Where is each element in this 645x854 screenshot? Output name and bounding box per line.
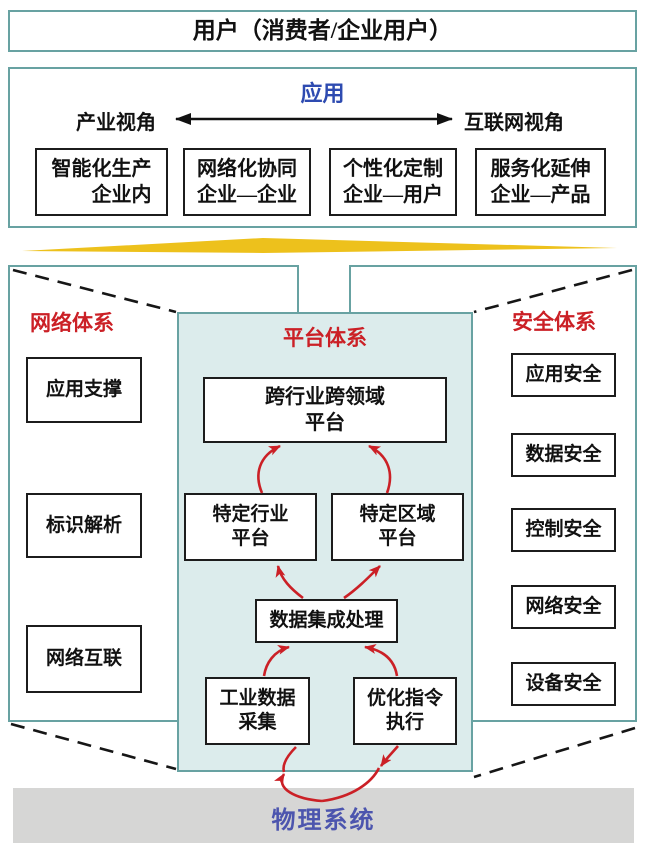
network-item-app-support: 应用支撑 (26, 357, 142, 423)
mode-box-personalized-customization: 个性化定制 企业—用户 (329, 148, 457, 216)
internet-perspective-label: 互联网视角 (464, 112, 564, 134)
gold-divider-triangle (22, 238, 617, 253)
data-integration-label: 数据集成处理 (269, 610, 384, 631)
box-line1: 特定行业 (212, 504, 289, 525)
mode-box-network-collaboration: 网络化协同 企业—企业 (183, 148, 311, 216)
security-item-device: 设备安全 (511, 662, 616, 706)
network-item-interconnect: 网络互联 (26, 625, 142, 693)
mode-line2: 企业—用户 (343, 184, 443, 206)
mode-line2: 企业内 (91, 184, 152, 206)
mode-box-smart-production: 智能化生产 企业内 (35, 148, 168, 216)
platform-system-title: 平台体系 (283, 326, 367, 350)
data-integration-box: 数据集成处理 (255, 599, 398, 643)
top-border-gap (299, 263, 349, 269)
data-collection-box: 工业数据 采集 (205, 677, 310, 745)
industry-platform-box: 特定行业 平台 (184, 493, 317, 561)
box-line2: 采集 (238, 712, 277, 733)
physical-layer-label: 物理系统 (271, 808, 376, 834)
mode-line2: 企业—产品 (490, 184, 591, 206)
security-item-application: 应用安全 (511, 353, 616, 397)
user-layer-box: 用户（消费者/企业用户） (8, 10, 637, 52)
physical-layer-bar: 物理系统 (13, 788, 634, 843)
mode-line1: 智能化生产 (51, 158, 152, 180)
mode-line2: 企业—企业 (197, 184, 297, 206)
box-line2: 平台 (305, 412, 345, 434)
network-item-id-resolution: 标识解析 (26, 493, 142, 558)
cross-industry-platform-box: 跨行业跨领域 平台 (203, 377, 447, 443)
industry-perspective-label: 产业视角 (76, 112, 156, 134)
mode-line1: 个性化定制 (343, 158, 443, 180)
mode-box-service-extension: 服务化延伸 企业—产品 (475, 148, 606, 216)
mode-line1: 服务化延伸 (490, 158, 591, 180)
security-item-network: 网络安全 (511, 585, 616, 629)
box-line1: 跨行业跨领域 (265, 386, 385, 408)
command-execution-box: 优化指令 执行 (353, 677, 457, 745)
box-line2: 平台 (231, 528, 270, 549)
network-system-title: 网络体系 (30, 311, 114, 335)
user-layer-label: 用户（消费者/企业用户） (192, 18, 453, 43)
regional-platform-box: 特定区域 平台 (331, 493, 464, 561)
box-line1: 优化指令 (366, 688, 443, 709)
security-item-control: 控制安全 (511, 508, 616, 552)
security-system-title: 安全体系 (512, 310, 596, 334)
neck-line-left (297, 265, 299, 314)
box-line2: 平台 (378, 528, 417, 549)
neck-line-right (349, 265, 351, 314)
security-item-data: 数据安全 (511, 433, 616, 477)
application-title: 应用 (300, 81, 345, 106)
box-line1: 特定区域 (359, 504, 436, 525)
box-line1: 工业数据 (219, 688, 296, 709)
mode-line1: 网络化协同 (197, 158, 297, 180)
box-line2: 执行 (385, 712, 424, 733)
